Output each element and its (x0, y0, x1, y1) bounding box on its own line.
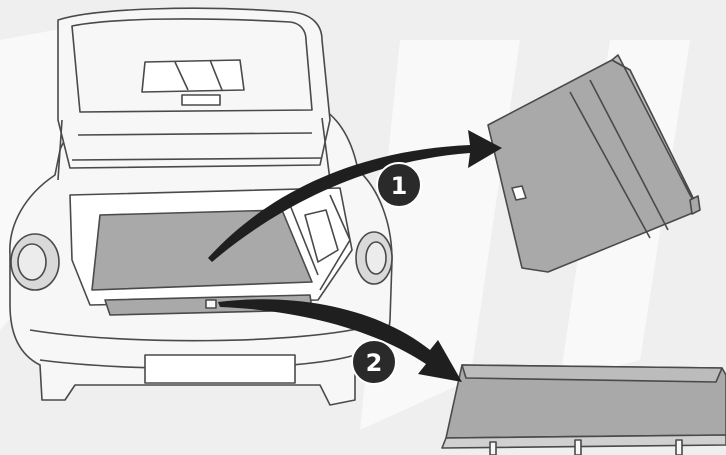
callout-1: 1 (377, 163, 421, 207)
callout-2-number: 2 (366, 349, 383, 377)
callout-2: 2 (352, 340, 396, 384)
license-plate-area (145, 355, 295, 383)
lid-emblem (182, 95, 220, 105)
trunk-floor-panel (92, 210, 312, 290)
floor-panel-detached (442, 365, 726, 455)
rear-window (142, 60, 244, 92)
callout-1-number: 1 (391, 172, 408, 200)
floor-panel-handle (206, 300, 216, 308)
car-illustration (10, 8, 392, 405)
